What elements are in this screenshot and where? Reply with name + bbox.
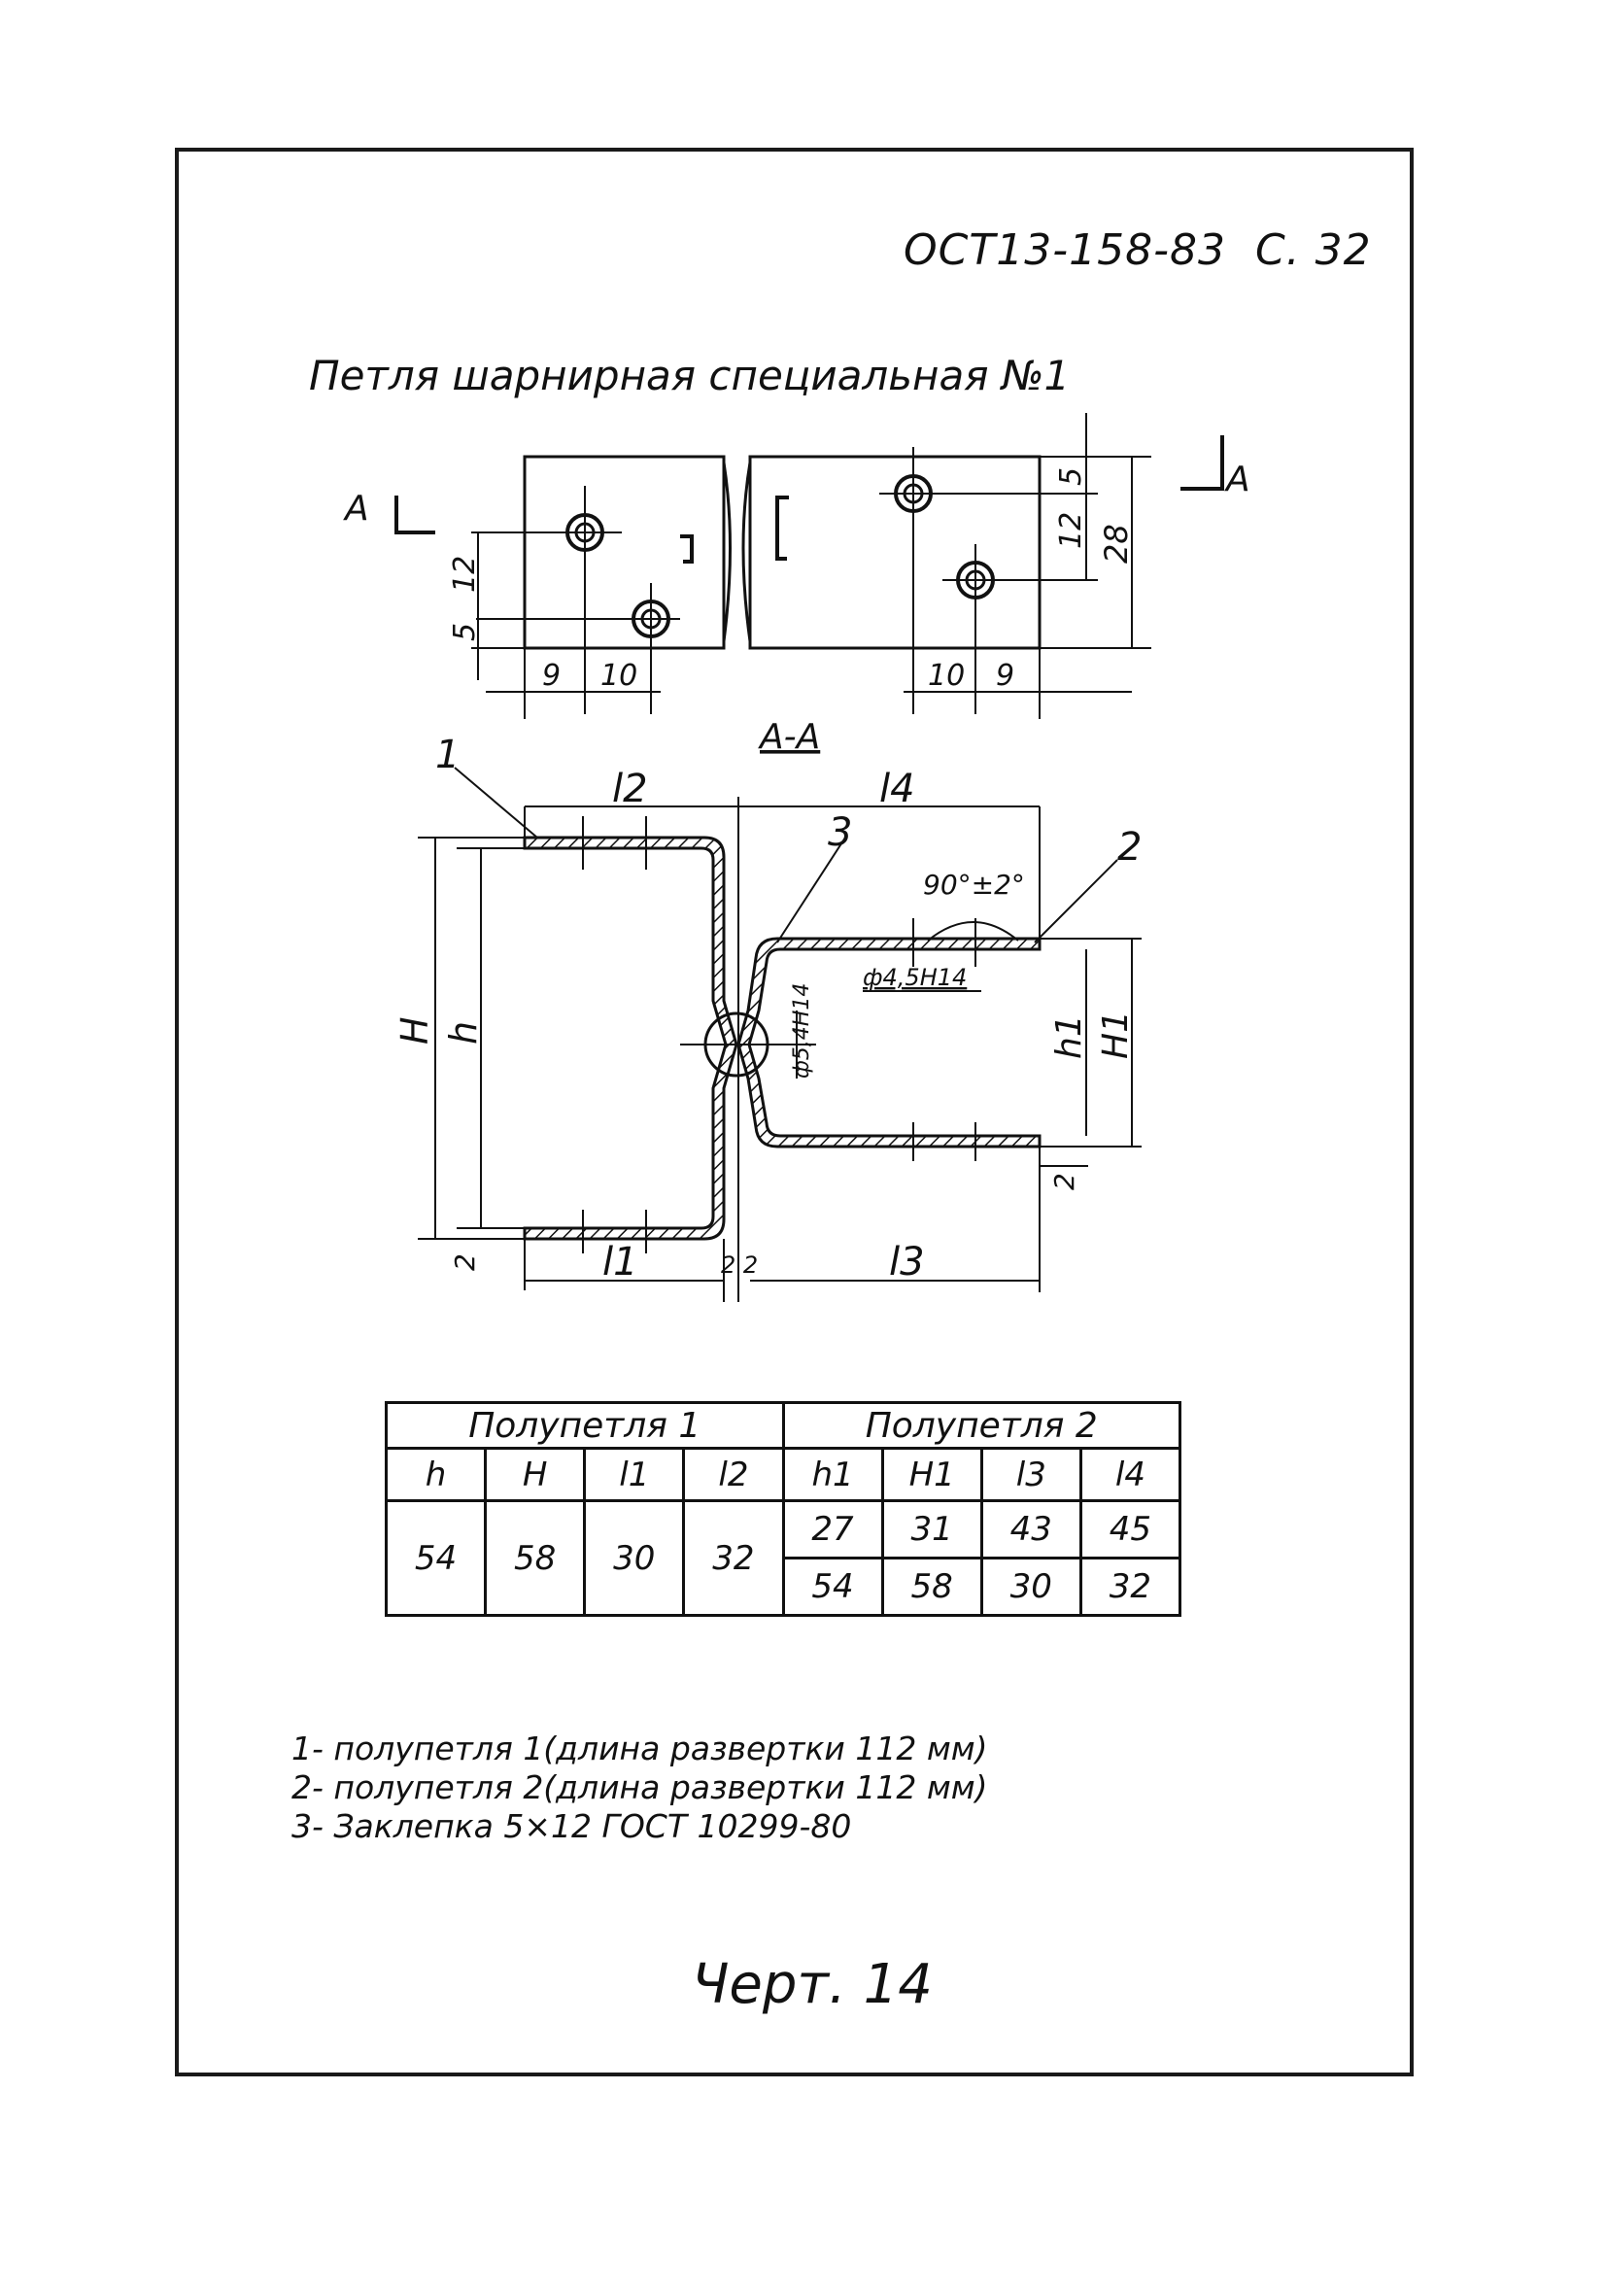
table-cell: 54 [384, 1499, 488, 1617]
svg-text:ф4,5Н14: ф4,5Н14 [863, 964, 967, 991]
svg-text:2: 2 [449, 1253, 481, 1271]
svg-text:l4: l4 [879, 767, 915, 811]
svg-text:А-А: А-А [758, 717, 820, 757]
col-header: l4 [1078, 1447, 1182, 1502]
dimension-table: Полупетля 1 Полупетля 2 h H l1 l2 h1 H1 … [384, 1401, 1182, 1617]
drawing-frame [175, 148, 1414, 2076]
svg-text:2: 2 [1048, 1173, 1080, 1190]
parts-legend: 1- полупетля 1(длина развертки 112 мм) 2… [291, 1730, 987, 1846]
svg-text:10: 10 [928, 659, 965, 693]
group-header-1: Полупетля 1 [385, 1401, 785, 1450]
section-view-labels: 1 2 3 l2 l4 l1 l3 H h H1 h1 2 2 2 2 90°±… [393, 733, 1142, 1285]
col-header: H1 [880, 1447, 983, 1502]
svg-text:H: H [393, 1016, 436, 1045]
plan-view-labels: А А 12 5 9 10 10 9 5 12 28 [343, 460, 1250, 693]
legend-item: 1- полупетля 1(длина развертки 112 мм) [291, 1730, 988, 1767]
table-cell: 32 [682, 1499, 785, 1617]
svg-text:12: 12 [1054, 512, 1088, 549]
svg-text:l2: l2 [612, 767, 648, 811]
svg-text:ф5,4Н14: ф5,4Н14 [790, 983, 814, 1079]
section-view [418, 767, 1142, 1302]
svg-text:9: 9 [542, 659, 561, 693]
plan-view [394, 413, 1224, 719]
col-header: l3 [979, 1447, 1082, 1502]
col-header: h1 [781, 1447, 884, 1502]
svg-text:2: 2 [1117, 825, 1142, 870]
document-code: ОСТ13-158-83 С. 32 [904, 225, 1372, 275]
table-cell: 27 [781, 1499, 884, 1559]
svg-text:h1: h1 [1049, 1014, 1089, 1059]
svg-text:28: 28 [1098, 524, 1135, 564]
figure-caption: Черт. 14 [692, 1953, 933, 2016]
table-cell: 30 [979, 1557, 1082, 1617]
svg-text:90°±2°: 90°±2° [923, 869, 1025, 901]
col-header: l2 [682, 1447, 785, 1502]
svg-text:5: 5 [448, 623, 482, 641]
svg-text:А: А [343, 489, 369, 529]
svg-text:9: 9 [996, 659, 1014, 693]
svg-text:10: 10 [600, 659, 637, 693]
legend-item: 3- Заклепка 5×12 ГОСТ 10299-80 [291, 1807, 852, 1845]
section-view-label: А-А [758, 717, 820, 757]
group-header-2: Полупетля 2 [781, 1401, 1181, 1450]
col-header: l1 [583, 1447, 686, 1502]
svg-text:H1: H1 [1096, 1011, 1136, 1059]
col-header: h [384, 1447, 488, 1502]
svg-text:1: 1 [435, 733, 460, 777]
svg-text:l1: l1 [602, 1240, 638, 1285]
table-cell: 45 [1078, 1499, 1182, 1559]
table-cell: 31 [880, 1499, 983, 1559]
table-cell: 58 [484, 1499, 587, 1617]
svg-text:2 2: 2 2 [721, 1251, 758, 1279]
svg-text:А: А [1224, 460, 1250, 499]
col-header: H [484, 1447, 587, 1502]
svg-text:l3: l3 [889, 1240, 925, 1285]
table-cell: 43 [979, 1499, 1082, 1559]
legend-item: 2- полупетля 2(длина развертки 112 мм) [291, 1768, 988, 1806]
svg-text:h: h [442, 1021, 485, 1045]
svg-text:5: 5 [1054, 467, 1088, 486]
table-cell: 58 [880, 1557, 983, 1617]
table-cell: 30 [583, 1499, 686, 1617]
svg-text:3: 3 [828, 810, 852, 855]
drawing-title: Петля шарнирная специальная №1 [309, 352, 1071, 399]
svg-text:12: 12 [448, 556, 482, 593]
table-cell: 54 [781, 1557, 884, 1617]
table-cell: 32 [1078, 1557, 1182, 1617]
